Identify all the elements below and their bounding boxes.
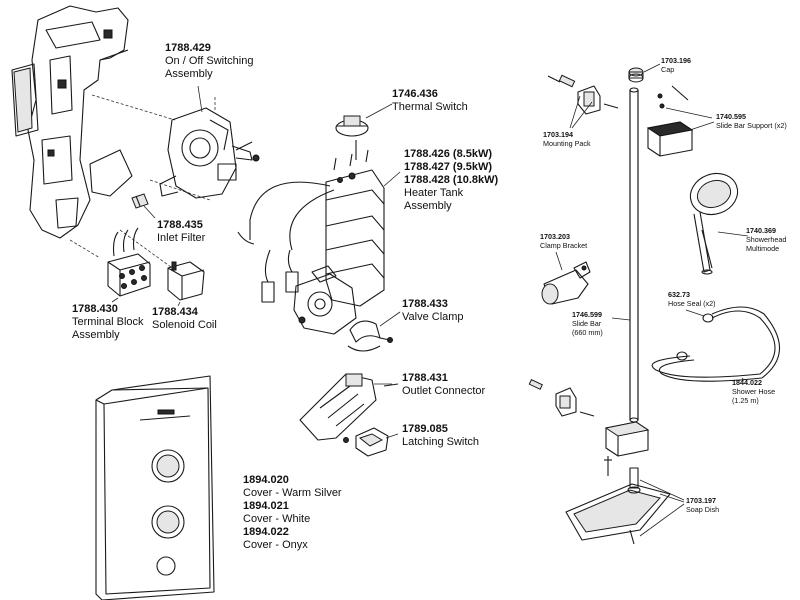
label-hose-seal: 632.73 Hose Seal (x2): [668, 290, 716, 308]
thermal-switch: [335, 115, 369, 160]
part-name: Soap Dish: [686, 505, 720, 514]
on-off-switching-assembly: [159, 107, 260, 199]
part-code: 1788.431: [402, 372, 448, 384]
part-name: Cap: [661, 65, 675, 74]
mounting-pack: [547, 74, 619, 115]
label-solenoid-coil: 1788.434 Solenoid Coil: [152, 306, 217, 332]
label-heater-tank: 1788.426 (8.5kW) 1788.427 (9.5kW) 1788.4…: [404, 148, 498, 213]
label-inlet-filter: 1788.435 Inlet Filter: [157, 219, 205, 245]
label-outlet-connector: 1788.431 Outlet Connector: [402, 372, 485, 398]
slide-bar: [629, 87, 639, 423]
mounting-pack-lower: [528, 378, 595, 417]
part-code: 1788.428 (10.8kW): [404, 173, 499, 186]
part-name: Outlet Connector: [402, 384, 486, 397]
part-name: (1.25 m): [732, 396, 759, 405]
part-name: Clamp Bracket: [540, 241, 588, 250]
showerhead-multimode: [689, 172, 739, 275]
part-name: Slide Bar: [572, 319, 602, 328]
part-code: 1703.196: [661, 56, 691, 65]
part-name: Terminal Block: [72, 315, 144, 328]
label-terminal-block: 1788.430 Terminal Block Assembly: [72, 303, 144, 342]
part-code: 1703.194: [543, 130, 573, 139]
part-code: 1703.203: [540, 232, 570, 241]
part-code: 1703.197: [686, 496, 716, 505]
label-slide-bar-support: 1740.595 Slide Bar Support (x2): [716, 112, 787, 130]
terminal-block-assembly: [107, 227, 151, 297]
part-name: Assembly: [72, 328, 120, 341]
part-name: Showerhead: [746, 235, 787, 244]
label-on-off-switching: 1788.429 On / Off Switching Assembly: [165, 42, 253, 81]
part-code: 1788.435: [157, 219, 203, 231]
part-name: (660 mm): [572, 328, 603, 337]
part-code: 1788.426 (8.5kW): [404, 148, 493, 160]
part-name: Shower Hose: [732, 387, 776, 396]
part-name: Cover - Warm Silver: [243, 486, 342, 499]
clamp-bracket: [541, 261, 591, 305]
part-name: Hose Seal (x2): [668, 299, 716, 308]
slide-bar-support-top: [646, 85, 694, 157]
part-name: Heater Tank: [404, 186, 464, 199]
part-name: Cover - Onyx: [243, 538, 308, 551]
part-code: 1894.020: [243, 474, 289, 486]
part-code: 1746.599: [572, 310, 602, 319]
part-code: 632.73: [668, 290, 690, 299]
chassis-backplate: [11, 5, 133, 239]
label-latching-switch: 1789.085 Latching Switch: [402, 423, 479, 449]
part-code: 1788.434: [152, 306, 198, 318]
part-name: Cover - White: [243, 512, 311, 525]
label-shower-hose: 1844.022 Shower Hose (1.25 m): [732, 378, 775, 405]
slide-bar-support-bottom: [604, 421, 650, 457]
label-soap-dish: 1703.197 Soap Dish: [686, 496, 719, 514]
part-code: 1788.429: [165, 42, 211, 54]
cover-front: [95, 375, 215, 600]
part-name: Latching Switch: [402, 435, 480, 448]
valve-clamp: [347, 320, 393, 352]
cap: [628, 67, 644, 83]
part-name: Inlet Filter: [157, 231, 206, 244]
label-clamp-bracket: 1703.203 Clamp Bracket: [540, 232, 587, 250]
part-code: 1740.595: [716, 112, 746, 121]
soap-dish: [565, 456, 671, 545]
label-covers: 1894.020 Cover - Warm Silver 1894.021 Co…: [243, 474, 342, 552]
part-name: Solenoid Coil: [152, 318, 217, 331]
part-code: 1894.021: [243, 499, 289, 512]
part-code: 1789.085: [402, 423, 448, 435]
part-code: 1894.022: [243, 525, 289, 538]
part-name: Mounting Pack: [543, 139, 591, 148]
part-code: 1740.369: [746, 226, 776, 235]
label-thermal-switch: 1746.436 Thermal Switch: [392, 88, 468, 114]
part-name: On / Off Switching: [165, 54, 254, 67]
part-code: 1788.430: [72, 303, 118, 315]
shower-hose: [651, 306, 781, 382]
hose-seal: [676, 313, 714, 361]
part-name: Valve Clamp: [402, 310, 464, 323]
part-code: 1788.433: [402, 298, 448, 310]
label-mounting-pack: 1703.194 Mounting Pack: [543, 130, 591, 148]
outlet-connector: [299, 373, 399, 441]
part-name: Multimode: [746, 244, 780, 253]
label-cap: 1703.196 Cap: [661, 56, 691, 74]
inlet-filter: [131, 193, 149, 209]
part-code: 1746.436: [392, 88, 438, 100]
label-valve-clamp: 1788.433 Valve Clamp: [402, 298, 464, 324]
label-slide-bar: 1746.599 Slide Bar (660 mm): [572, 310, 603, 337]
part-code: 1788.427 (9.5kW): [404, 160, 493, 173]
part-name: Assembly: [165, 67, 213, 80]
latching-switch: [343, 427, 389, 457]
part-code: 1844.022: [732, 378, 762, 387]
part-name: Thermal Switch: [392, 100, 468, 113]
label-showerhead: 1740.369 Showerhead Multimode: [746, 226, 786, 253]
valve-body: [293, 265, 357, 335]
part-name: Assembly: [404, 199, 452, 212]
solenoid-coil: [167, 261, 205, 301]
part-name: Slide Bar Support (x2): [716, 121, 787, 130]
heater-tank-assembly: [237, 149, 385, 307]
